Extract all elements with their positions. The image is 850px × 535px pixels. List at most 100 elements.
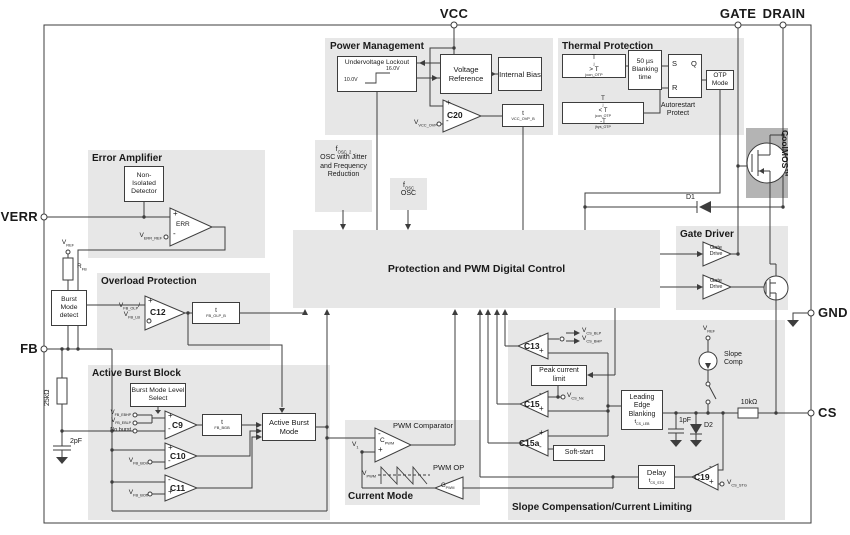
drain-pin-label: DRAIN	[762, 6, 806, 21]
c15a-plus: +	[539, 428, 544, 437]
delay-time-label: tCS_STG	[648, 477, 665, 485]
sr-r-label: R	[672, 83, 678, 92]
c19-plus: +	[709, 477, 714, 486]
vfb-boff-label: VFB_BOff	[128, 489, 148, 498]
verr-pin	[40, 213, 48, 221]
resistor-10k-label: 10kΩ	[740, 399, 758, 406]
sr-s-label: S	[672, 59, 678, 68]
vfb-olp-label: VFB_OLP/	[118, 302, 140, 311]
uvlo-off-voltage: 10.0V	[344, 76, 358, 83]
uvlo-box: Undervoltage Lockout 16.0V 10.0V	[337, 56, 417, 92]
gate-pin-label: GATE	[719, 6, 757, 21]
vfb-bon-label: VFB_BOn	[128, 457, 148, 466]
c13-label: C13	[524, 341, 540, 351]
blanking-box: 50 µs Blanking time	[628, 50, 662, 90]
burst-section-title: Active Burst Block	[92, 368, 181, 379]
c10-label: C10	[170, 451, 186, 461]
d2-label: D2	[704, 422, 713, 429]
osc-desc: OSC	[400, 190, 417, 198]
power-section-title: Power Management	[330, 41, 424, 52]
verr-pin-label: VERR	[0, 209, 38, 224]
rfb-resistor	[62, 257, 74, 281]
cpwm-plus: +	[378, 445, 383, 454]
sr-q-label: Q	[691, 59, 697, 68]
gpwm-label: GPWM	[441, 483, 455, 491]
vfb-eblp-label: VFB_EBLP	[111, 418, 131, 426]
active-burst-mode-box: Active Burst Mode	[262, 413, 316, 441]
osc2-desc: OSC with Jitter and Frequency Reduction	[320, 154, 367, 179]
vfb-ebhp-label: VFB_EBHP	[110, 410, 131, 418]
peak-current-limit-box: Peak current limit	[531, 365, 587, 386]
c11-minus: -	[168, 475, 171, 484]
c15a-minus: -	[539, 442, 542, 451]
vfb-lb-label: VFB_LB	[123, 311, 140, 320]
c20-plus: +	[446, 98, 451, 107]
vpwm-label: VPWM	[362, 470, 376, 479]
ground-icon	[56, 457, 68, 464]
c11-plus: +	[168, 487, 173, 496]
vref-label: VREF	[61, 239, 75, 248]
drain-pin	[779, 21, 787, 29]
err-minus: -	[173, 229, 176, 238]
cap-1pf-label: 1pF	[679, 417, 692, 424]
no-burst-label: No burst	[110, 427, 131, 433]
vcc-pin-label: VCC	[439, 6, 469, 21]
c19-label: C19	[694, 472, 710, 482]
autorestart-label: Autorestart Protect	[660, 102, 696, 118]
c9-plus: +	[168, 411, 173, 420]
c13-minus: -	[539, 331, 542, 340]
leb-box: Leading Edge Blanking tCS_LEB	[621, 390, 663, 430]
c12-plus: +	[148, 296, 153, 305]
gate-drive-label-1: Gate Drive	[709, 245, 723, 257]
gnd-pin-label: GND	[818, 305, 848, 320]
err-label: ERR	[176, 221, 190, 228]
c15a-label: C15a	[519, 438, 540, 448]
vcs-stg-label: VCS_STG	[727, 479, 747, 488]
verr-ref-label: VERR_REF	[139, 232, 162, 241]
fb-pin	[40, 345, 48, 353]
osc-text: fOSC OSC	[391, 182, 426, 199]
leb-label: Leading Edge Blanking	[628, 393, 656, 418]
error-amplifier-region	[88, 150, 265, 258]
c9-minus: -	[168, 424, 171, 433]
soft-start-box: Soft-start	[553, 445, 605, 461]
d1-label: D1	[686, 194, 695, 201]
internal-bias-box: Internal Bias	[498, 57, 542, 91]
gate-pin	[734, 21, 742, 29]
coolmos-label: CoolMOS™	[780, 130, 790, 177]
cs-pin	[807, 409, 815, 417]
vcc-pin	[450, 21, 458, 29]
c12-label: C12	[150, 307, 166, 317]
gate-drive-label-2: Gate Drive	[709, 278, 723, 290]
cpwm-minus: -	[378, 429, 381, 438]
resistor-25k	[56, 377, 68, 405]
d1-diode	[699, 201, 711, 213]
vcs-bhp-label: VCS_BHP	[582, 335, 602, 344]
c10-minus: -	[168, 456, 171, 465]
cap-2pf-label: 2pF	[70, 438, 83, 445]
c19-minus: -	[709, 462, 712, 471]
delay-box: Delay tCS_STG	[638, 465, 675, 489]
c15-minus: -	[539, 389, 542, 398]
gate-driver-title: Gate Driver	[680, 229, 734, 240]
c20-label: C20	[447, 110, 463, 120]
c15-plus: +	[539, 404, 544, 413]
v1-label: V1	[352, 441, 359, 450]
resistor-25k-label: 25kΩ	[44, 389, 51, 406]
burst-level-select-box: Burst Mode Level Select	[130, 383, 186, 407]
ground-icon	[787, 320, 799, 327]
osc-freq-label: fOSC	[402, 182, 415, 191]
overload-section-title: Overload Protection	[101, 276, 197, 287]
c15-label: C15	[524, 399, 540, 409]
pwm-op-label: PWM OP	[433, 463, 465, 472]
leb-time-label: tCS_LEB	[634, 419, 650, 427]
c12-minus: -	[148, 314, 151, 323]
delay-label: Delay	[646, 468, 667, 478]
digital-control-block: Protection and PWM Digital Control	[293, 230, 660, 308]
current-mode-title: Current Mode	[348, 491, 413, 502]
